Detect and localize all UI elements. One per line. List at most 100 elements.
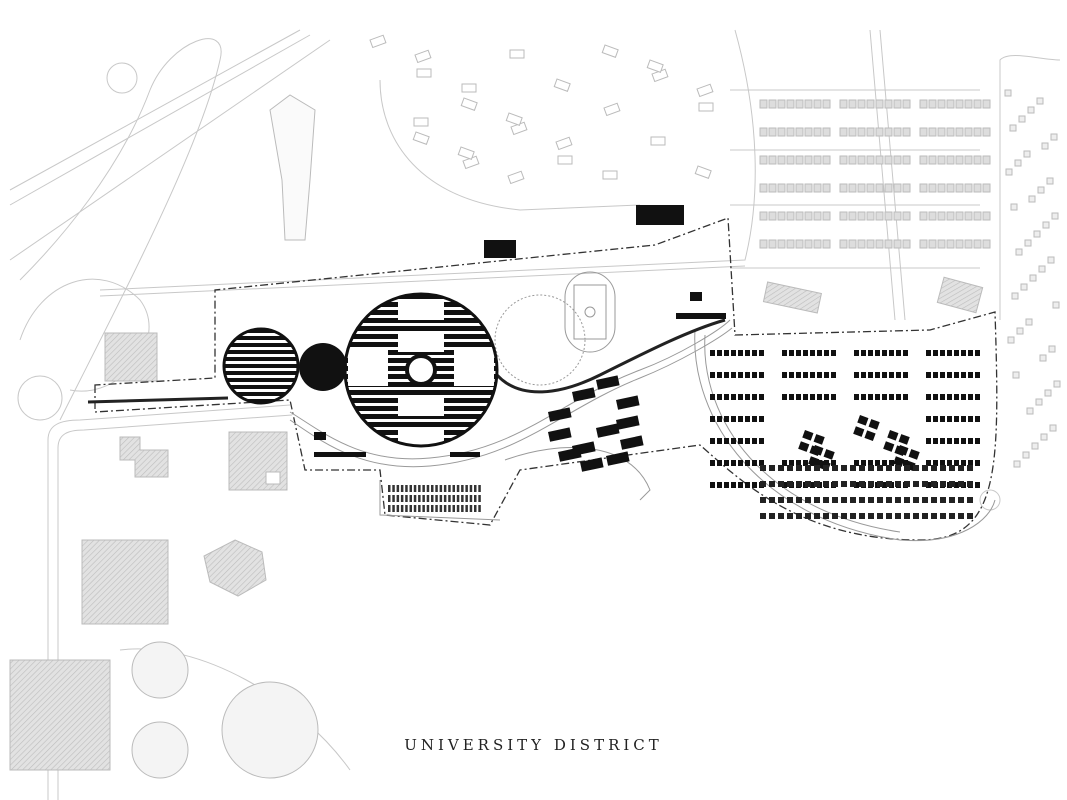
- building: [596, 375, 620, 390]
- building: [922, 497, 928, 503]
- building: [787, 465, 793, 471]
- building: [896, 372, 901, 378]
- building: [1044, 389, 1052, 397]
- building: [422, 495, 425, 502]
- building: [724, 482, 729, 488]
- building: [902, 127, 911, 137]
- building: [388, 485, 391, 492]
- building: [789, 460, 794, 466]
- building: [224, 364, 298, 368]
- building: [431, 505, 434, 512]
- building: [795, 211, 804, 221]
- building: [947, 372, 952, 378]
- building: [805, 465, 811, 471]
- building: [861, 350, 866, 356]
- building: [456, 485, 460, 492]
- building: [947, 350, 952, 356]
- building: [810, 372, 815, 378]
- building: [795, 155, 804, 165]
- building: [224, 357, 298, 361]
- building: [940, 394, 945, 400]
- building: [548, 407, 572, 422]
- building: [839, 183, 848, 193]
- building: [902, 99, 911, 109]
- building: [868, 497, 874, 503]
- building: [345, 294, 497, 299]
- building: [958, 513, 964, 519]
- building: [345, 414, 497, 419]
- building: [1052, 301, 1060, 309]
- building: [947, 416, 952, 422]
- building: [922, 513, 928, 519]
- building: [926, 438, 931, 444]
- building: [418, 485, 421, 492]
- building: [859, 481, 865, 487]
- building: [768, 127, 777, 137]
- building: [717, 460, 722, 466]
- building: [786, 127, 795, 137]
- building: [893, 239, 902, 249]
- building: [1037, 186, 1045, 194]
- building: [850, 465, 856, 471]
- building: [904, 465, 910, 471]
- building: [822, 183, 831, 193]
- building: [398, 302, 444, 320]
- building: [348, 350, 388, 386]
- building: [345, 318, 497, 323]
- building: [786, 99, 795, 109]
- building: [768, 183, 777, 193]
- building: [461, 485, 464, 492]
- dotted-circle: [494, 294, 586, 386]
- building: [975, 460, 980, 466]
- building: [893, 211, 902, 221]
- building: [787, 497, 793, 503]
- building: [822, 99, 831, 109]
- building: [822, 211, 831, 221]
- building: [817, 394, 822, 400]
- building: [866, 183, 875, 193]
- building: [768, 155, 777, 165]
- building: [884, 155, 893, 165]
- building: [893, 127, 902, 137]
- building: [759, 183, 768, 193]
- building: [650, 136, 666, 146]
- building: [314, 432, 326, 440]
- building: [778, 513, 784, 519]
- building: [787, 481, 793, 487]
- building: [868, 350, 873, 356]
- building: [396, 485, 400, 492]
- building: [895, 497, 901, 503]
- building: [759, 372, 764, 378]
- building: [469, 495, 473, 502]
- building: [789, 350, 794, 356]
- building: [555, 136, 573, 151]
- building: [955, 211, 964, 221]
- building: [1009, 124, 1017, 132]
- building: [839, 99, 848, 109]
- building: [946, 183, 955, 193]
- west-walkway: [87, 396, 229, 404]
- building: [745, 416, 750, 422]
- building: [1042, 221, 1050, 229]
- building: [777, 155, 786, 165]
- building: [937, 239, 946, 249]
- building: [392, 485, 395, 492]
- building: [877, 497, 883, 503]
- building: [919, 211, 928, 221]
- building: [778, 481, 784, 487]
- building: [1035, 398, 1043, 406]
- building: [752, 416, 757, 422]
- building: [893, 183, 902, 193]
- building: [973, 99, 982, 109]
- building: [882, 482, 887, 488]
- building: [745, 438, 750, 444]
- building: [839, 239, 848, 249]
- building: [1050, 133, 1058, 141]
- building: [710, 394, 715, 400]
- building: [813, 211, 822, 221]
- building: [443, 495, 447, 502]
- building: [897, 445, 909, 456]
- building: [973, 127, 982, 137]
- building: [548, 427, 572, 442]
- building: [752, 460, 757, 466]
